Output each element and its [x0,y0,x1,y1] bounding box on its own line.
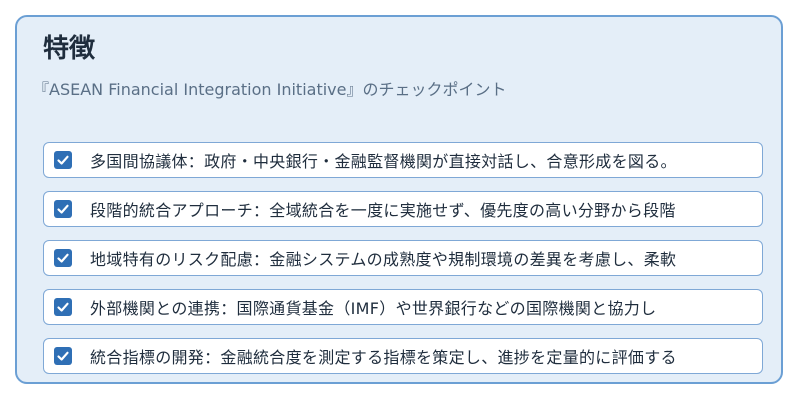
checklist-item: 外部機関との連携：国際通貨基金（IMF）や世界銀行などの国際機関と協力し [43,289,763,325]
checklist-item-label: 多国間協議体：政府・中央銀行・金融監督機関が直接対話し、合意形成を図る。 [90,152,677,171]
panel-subtitle: 『ASEAN Financial Integration Initiative』… [33,80,507,99]
checklist-item: 段階的統合アプローチ：全域統合を一度に実施せず、優先度の高い分野から段階 [43,191,763,227]
checkbox-checked[interactable] [54,347,72,365]
checklist-item-label: 外部機関との連携：国際通貨基金（IMF）や世界銀行などの国際機関と協力し [90,299,657,318]
check-icon [57,204,69,214]
check-icon [57,302,69,312]
check-icon [57,351,69,361]
checkbox-checked[interactable] [54,249,72,267]
feature-panel: 特徴 『ASEAN Financial Integration Initiati… [15,15,783,384]
checklist-item: 統合指標の開発：金融統合度を測定する指標を策定し、進捗を定量的に評価する [43,338,763,374]
checklist: 多国間協議体：政府・中央銀行・金融監督機関が直接対話し、合意形成を図る。 段階的… [43,142,763,387]
checklist-item-label: 段階的統合アプローチ：全域統合を一度に実施せず、優先度の高い分野から段階 [90,201,676,220]
check-icon [57,253,69,263]
checkbox-checked[interactable] [54,298,72,316]
checklist-item-label: 統合指標の開発：金融統合度を測定する指標を策定し、進捗を定量的に評価する [90,348,677,367]
checkbox-checked[interactable] [54,151,72,169]
checkbox-checked[interactable] [54,200,72,218]
panel-title: 特徴 [43,34,96,64]
checklist-item-label: 地域特有のリスク配慮：金融システムの成熟度や規制環境の差異を考慮し、柔軟 [90,250,677,269]
checklist-item: 多国間協議体：政府・中央銀行・金融監督機関が直接対話し、合意形成を図る。 [43,142,763,178]
check-icon [57,155,69,165]
checklist-item: 地域特有のリスク配慮：金融システムの成熟度や規制環境の差異を考慮し、柔軟 [43,240,763,276]
